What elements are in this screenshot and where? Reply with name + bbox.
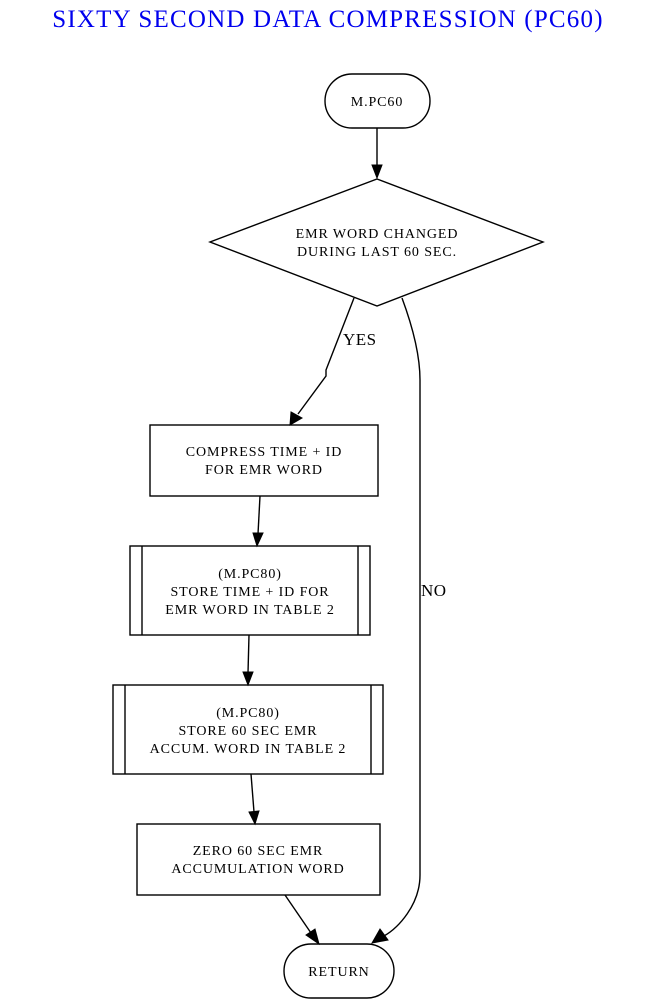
- decision-label-line2: DURING LAST 60 SEC.: [297, 245, 457, 260]
- store-time-subroutine-box: [129, 545, 371, 636]
- compress-process-box: [149, 424, 379, 497]
- store-time-label-line1: (M.PC80): [218, 567, 282, 582]
- return-label: RETURN: [308, 965, 369, 980]
- edge-start-to-decision: [371, 128, 383, 180]
- edge-store-accum-to-zero: [248, 773, 260, 826]
- edge-no-to-return: [371, 297, 421, 944]
- zero-process-box: [136, 823, 381, 896]
- store-accum-label-line1: (M.PC80): [216, 706, 280, 721]
- store-accum-label-line3: ACCUM. WORD IN TABLE 2: [150, 742, 347, 757]
- yes-label: YES: [343, 330, 377, 349]
- decision-diamond: [208, 178, 545, 307]
- zero-label-line1: ZERO 60 SEC EMR: [193, 844, 324, 859]
- compress-label-line1: COMPRESS TIME + ID: [186, 445, 342, 460]
- no-label: NO: [421, 581, 447, 600]
- start-label: M.PC60: [351, 95, 403, 110]
- store-time-label-line2: STORE TIME + ID FOR: [170, 585, 329, 600]
- edge-store-time-to-store-accum: [242, 634, 254, 687]
- return-terminator: [283, 943, 395, 999]
- edge-zero-to-return: [284, 894, 320, 946]
- edge-compress-to-store-time: [252, 495, 264, 548]
- edge-yes-to-compress: [289, 297, 355, 426]
- compress-label-line2: FOR EMR WORD: [205, 463, 323, 478]
- store-time-label-line3: EMR WORD IN TABLE 2: [165, 603, 334, 618]
- diagram-title: SIXTY SECOND DATA COMPRESSION (PC60): [52, 6, 604, 33]
- zero-label-line2: ACCUMULATION WORD: [171, 862, 344, 877]
- decision-label-line1: EMR WORD CHANGED: [296, 227, 459, 242]
- store-accum-subroutine-box: [112, 684, 384, 775]
- store-accum-label-line2: STORE 60 SEC EMR: [179, 724, 318, 739]
